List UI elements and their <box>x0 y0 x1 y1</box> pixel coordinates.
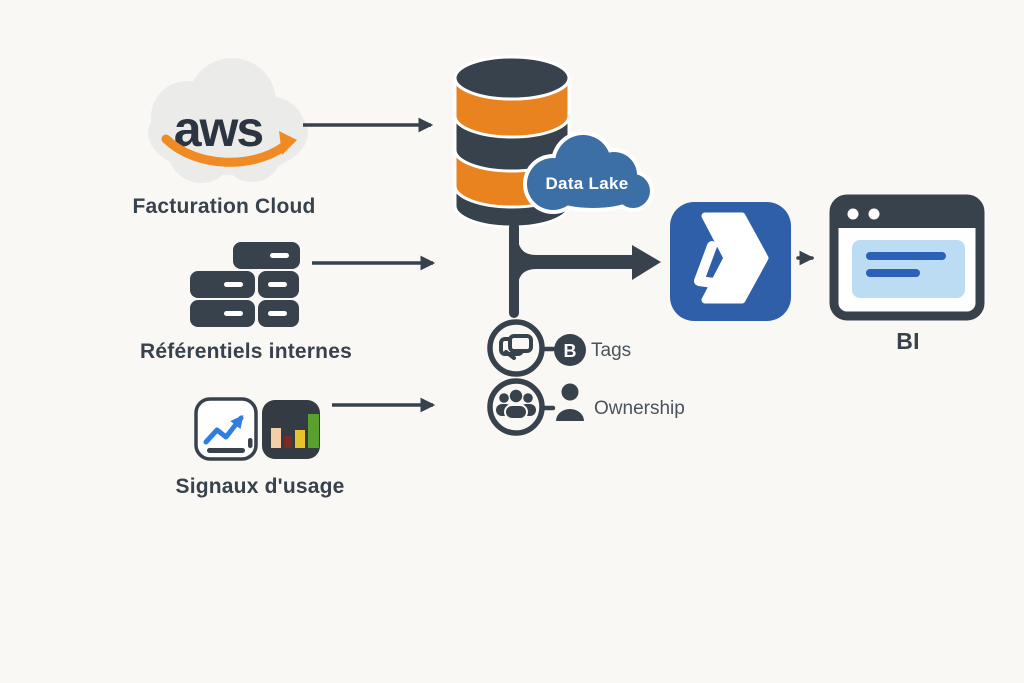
ownership-row: Ownership <box>487 378 685 436</box>
etl-app-icon <box>670 202 791 321</box>
aws-smile-icon <box>161 134 288 167</box>
bar-chart-icon <box>262 400 320 459</box>
bi-window-icon <box>829 194 985 321</box>
svg-text:B: B <box>564 341 577 361</box>
browser-dots-icon <box>847 208 880 220</box>
angle-glyph-icon <box>694 241 726 289</box>
signaux-usage-label: Signaux d'usage <box>175 475 344 498</box>
server-stack-icon <box>190 242 300 327</box>
ownership-label: Ownership <box>594 398 685 419</box>
bi-label: BI <box>896 328 919 354</box>
tags-row: B Tags <box>487 319 631 377</box>
person-icon <box>556 383 584 421</box>
bi-panel-line-1 <box>866 252 946 260</box>
bi-panel-line-2 <box>866 269 920 277</box>
arrow-junction-to-etl <box>518 240 661 284</box>
people-group-icon <box>496 389 536 420</box>
aws-logo: aws <box>148 58 308 183</box>
tags-badge-icon: B <box>554 334 586 366</box>
referentiels-internes-label: Référentiels internes <box>140 340 352 363</box>
junction-connector <box>509 222 661 318</box>
data-lake-label: Data Lake <box>545 174 628 193</box>
line-chart-icon <box>194 397 258 461</box>
tags-label: Tags <box>591 340 631 361</box>
facturation-cloud-label: Facturation Cloud <box>132 195 315 218</box>
tag-glyph-icon <box>499 334 533 360</box>
aws-wordmark: aws <box>174 101 263 157</box>
aws-smile-arrowhead-icon <box>279 131 297 155</box>
data-lake-cloud: Data Lake <box>523 131 654 214</box>
